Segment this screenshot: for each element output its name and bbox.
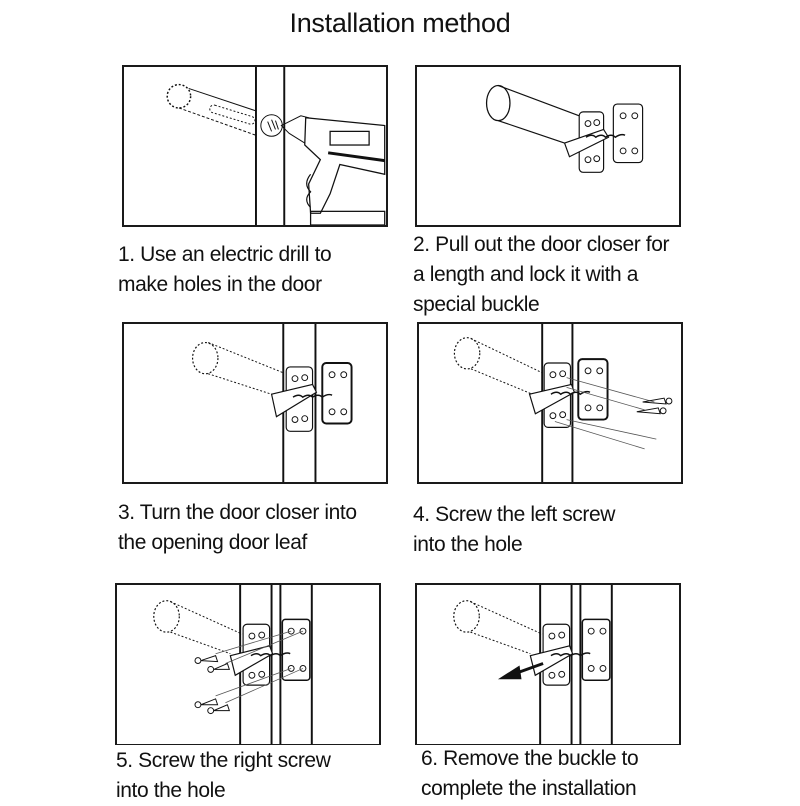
step-6-illustration (415, 583, 681, 745)
caption-line: 1. Use an electric drill to (118, 243, 332, 266)
step-2-caption: 2. Pull out the door closer for a length… (413, 230, 713, 320)
left-screw-icon (453, 324, 673, 482)
step-4-illustration (417, 322, 683, 484)
caption-line: 3. Turn the door closer into (118, 501, 357, 524)
step-1-caption: 1. Use an electric drill to make holes i… (118, 240, 418, 300)
caption-line: a length and lock it with a (413, 263, 639, 286)
step-5-caption: 5. Screw the right screw into the hole (116, 746, 416, 806)
step-5-illustration (115, 583, 381, 745)
drill-icon (166, 67, 386, 225)
caption-line: make holes in the door (118, 273, 322, 296)
caption-line: complete the installation (421, 777, 637, 800)
step-6-caption: 6. Remove the buckle to complete the ins… (421, 744, 721, 804)
caption-line: into the hole (116, 779, 226, 802)
caption-line: the opening door leaf (118, 531, 307, 554)
right-screw-icon (153, 585, 313, 744)
remove-buckle-arrow-icon (453, 585, 613, 744)
caption-line: 4. Screw the left screw (413, 503, 616, 526)
step-1-illustration (122, 65, 388, 227)
caption-line: 6. Remove the buckle to (421, 747, 639, 770)
caption-line: 5. Screw the right screw (116, 749, 331, 772)
door-leaf-icon (191, 324, 353, 482)
door-closer-icon (485, 84, 644, 173)
step-3-caption: 3. Turn the door closer into the opening… (118, 498, 418, 558)
caption-line: special buckle (413, 293, 540, 316)
step-3-illustration (122, 322, 388, 484)
caption-line: into the hole (413, 533, 523, 556)
page-title: Installation method (289, 8, 511, 38)
caption-line: 2. Pull out the door closer for (413, 233, 670, 256)
step-2-illustration (415, 65, 681, 227)
step-4-caption: 4. Screw the left screw into the hole (413, 500, 713, 560)
